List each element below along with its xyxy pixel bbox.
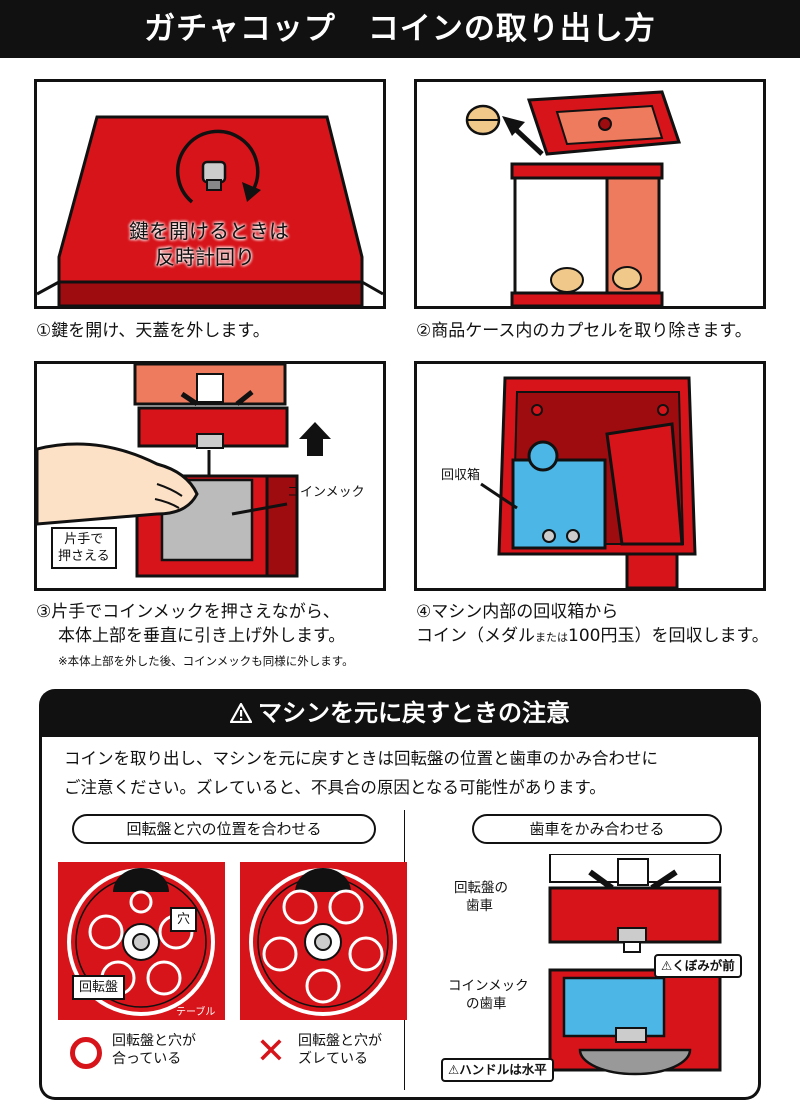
step2-caption: ②商品ケース内のカプセルを取り除きます。 <box>416 321 752 341</box>
caution-text-1: コインを取り出し、マシンを元に戻すときは回転盤の位置と歯車のかみ合わせに <box>64 749 658 768</box>
step3-hand-label-1: 片手で <box>64 532 104 547</box>
step3-hand-label-2: 押さえる <box>58 549 110 564</box>
handle-alert-text: ハンドルは水平 <box>459 1062 547 1077</box>
step3-caption-2: 本体上部を垂直に引き上げ外します。 <box>58 626 346 646</box>
step3-mech-label: コインメック <box>287 485 365 500</box>
step4-caption-2a: コイン（メダル <box>416 626 535 646</box>
step4-caption-2-small: または <box>535 631 568 644</box>
step1-illustration: 鍵を開けるときは 反時計回り <box>34 79 386 309</box>
caution-box <box>39 722 761 1100</box>
disc-label: 回転盤 <box>72 975 126 1000</box>
caution-header: マシンを元に戻すときの注意 <box>39 689 761 737</box>
step2-illustration <box>414 79 766 309</box>
wrong-mark-icon: ✕ <box>255 1031 287 1072</box>
step3-note: ※本体上部を外した後、コインメックも同様に外します。 <box>58 654 354 668</box>
step4-caption-2: コイン（メダルまたは100円玉）を回収します。 <box>416 625 769 649</box>
right-section-pill: 歯車をかみ合わせる <box>472 814 722 844</box>
mech-gear-label-1: コインメック <box>448 978 529 994</box>
correct-label-1: 回転盤と穴が <box>112 1033 196 1049</box>
wrong-label-2: ズレている <box>298 1051 368 1067</box>
disc-gear-label-1: 回転盤の <box>454 880 508 896</box>
step4-illustration: 回収箱 <box>414 361 766 591</box>
handle-alert: ⚠ハンドルは水平 <box>441 1058 554 1082</box>
notch-warning-icon: ⚠ <box>661 958 673 973</box>
step3-illustration: コインメック 片手で 押さえる <box>34 361 386 591</box>
caution-text-2: ご注意ください。ズレていると、不具合の原因となる可能性があります。 <box>64 778 606 797</box>
step4-caption-1: ④マシン内部の回収箱から <box>416 602 619 622</box>
handle-warning-icon: ⚠ <box>448 1062 460 1077</box>
wrong-label-1: 回転盤と穴が <box>298 1033 382 1049</box>
disc-wrong-illustration <box>240 862 407 1020</box>
page-title: ガチャコップ コインの取り出し方 <box>0 0 800 58</box>
mech-gear-label-2: の歯車 <box>466 996 507 1012</box>
step4-box-label: 回収箱 <box>441 468 481 483</box>
correct-label-2: 合っている <box>112 1051 182 1067</box>
hole-label: 穴 <box>170 907 198 932</box>
gear-illustration <box>540 854 728 1084</box>
step1-direction-label-2: 反時計回り <box>155 245 255 269</box>
table-label: テーブル <box>176 1007 216 1018</box>
step4-caption-2b: 100円玉）を回収します。 <box>568 626 769 646</box>
step1-direction-label-1: 鍵を開けるときは <box>129 219 289 243</box>
notch-alert-text: くぼみが前 <box>672 958 735 973</box>
notch-alert: ⚠くぼみが前 <box>654 954 742 978</box>
left-section-pill: 回転盤と穴の位置を合わせる <box>72 814 376 844</box>
warning-icon <box>230 703 252 723</box>
caution-header-text: マシンを元に戻すときの注意 <box>258 699 570 727</box>
correct-mark-icon <box>70 1037 102 1069</box>
disc-correct-illustration: 穴 回転盤 テーブル <box>58 862 225 1020</box>
step3-hand-label: 片手で 押さえる <box>51 527 117 569</box>
step3-caption-1: ③片手でコインメックを押さえながら、 <box>36 602 340 622</box>
disc-gear-label-2: 歯車 <box>466 898 493 914</box>
step1-caption: ①鍵を開け、天蓋を外します。 <box>36 321 270 341</box>
